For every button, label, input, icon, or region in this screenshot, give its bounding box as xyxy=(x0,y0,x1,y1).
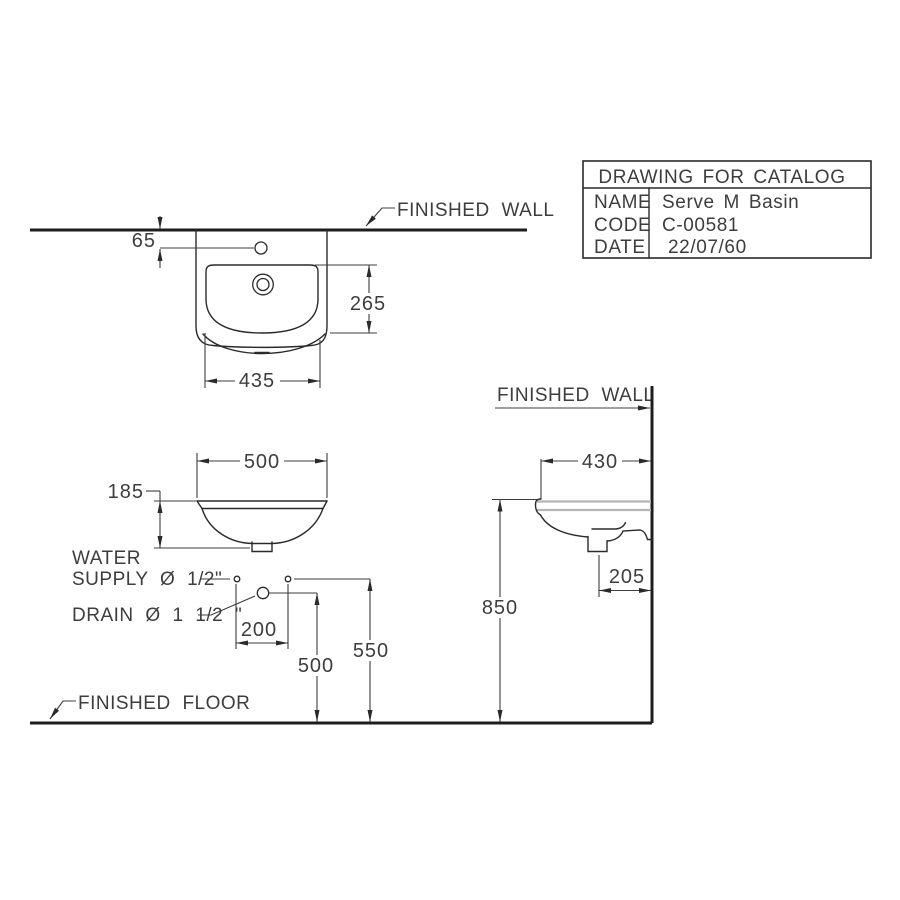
title-block: DRAWING FOR CATALOG NAME Serve M Basin C… xyxy=(582,160,872,259)
finished-wall-label-plan: FINISHED WALL xyxy=(397,200,555,221)
water-supply-hole-left xyxy=(233,575,241,583)
basin-bowl-underside-side xyxy=(539,514,589,538)
dim-265-mask xyxy=(348,293,389,314)
basin-rear-ledge-side xyxy=(591,521,627,530)
dim-550-text: 550 xyxy=(353,640,389,662)
basin-rim-right-edge xyxy=(322,500,328,510)
title-block-row-date-label: DATE xyxy=(594,237,646,258)
dim-500v-mask xyxy=(295,655,337,676)
dim-430-mask xyxy=(578,451,622,471)
floor: FINISHED FLOOR xyxy=(30,693,652,725)
dim-205-text: 205 xyxy=(609,566,645,588)
title-block-row-name-value: Serve M Basin xyxy=(662,192,799,213)
title-block-border xyxy=(582,160,872,259)
title-block-row-date-value: 22/07/60 xyxy=(668,237,747,258)
water-supply-label-line2: SUPPLY Ø 1/2" xyxy=(72,569,222,590)
dim-500w-mask xyxy=(240,451,284,471)
dim-500w-text: 500 xyxy=(244,451,280,473)
faucet-hole-inner-circle xyxy=(256,277,270,292)
dim-265-text: 265 xyxy=(350,293,386,315)
title-block-row-name-label: NAME xyxy=(594,192,651,213)
plan-view: FINISHED WALL 65 265 435 xyxy=(30,200,555,392)
dim-500v-text: 500 xyxy=(298,655,334,677)
side-elevation-view: FINISHED WALL 430 205 850 xyxy=(479,385,655,723)
dim-550-mask xyxy=(350,640,392,661)
title-block-row-code-label: CODE xyxy=(594,215,651,236)
dim-850-mask xyxy=(479,597,521,618)
water-supply-hole-right xyxy=(284,575,292,583)
dim-435-mask xyxy=(235,370,280,391)
finished-floor-leader xyxy=(49,700,76,720)
basin-outline-plan xyxy=(195,229,328,349)
dim-435-text: 435 xyxy=(239,370,275,392)
basin-rear-bracket-side xyxy=(606,529,653,542)
dim-850-text: 850 xyxy=(482,597,518,619)
basin-bowl-front xyxy=(201,507,324,545)
basin-rim-left-edge xyxy=(196,500,203,510)
title-block-title: DRAWING FOR CATALOG xyxy=(598,167,845,188)
title-block-row-code-value: C-00581 xyxy=(662,215,739,236)
dim-430-text: 430 xyxy=(582,451,618,473)
finished-wall-label-side: FINISHED WALL xyxy=(497,385,655,406)
tap-hole-circle xyxy=(254,241,268,255)
dim-185-text: 185 xyxy=(108,481,144,503)
drain-leader xyxy=(198,595,256,616)
basin-bowl-plan xyxy=(205,264,319,334)
basin-under-rim-arc-plan xyxy=(202,333,326,355)
drain-label: DRAIN Ø 1 1/2 " xyxy=(72,605,242,626)
finished-wall-leader-plan xyxy=(365,207,395,227)
finished-floor-label: FINISHED FLOOR xyxy=(78,693,250,714)
dim-200-text: 200 xyxy=(241,619,277,641)
front-elevation-view: 500 185 WATER SUPPLY Ø 1/2" DRAIN Ø 1 1/… xyxy=(72,451,392,722)
drain-hole-circle xyxy=(256,586,270,600)
basin-drain-side xyxy=(587,535,608,553)
dim-65-text: 65 xyxy=(132,230,156,252)
water-supply-label-line1: WATER xyxy=(72,548,141,569)
basin-drain-front xyxy=(251,541,273,553)
